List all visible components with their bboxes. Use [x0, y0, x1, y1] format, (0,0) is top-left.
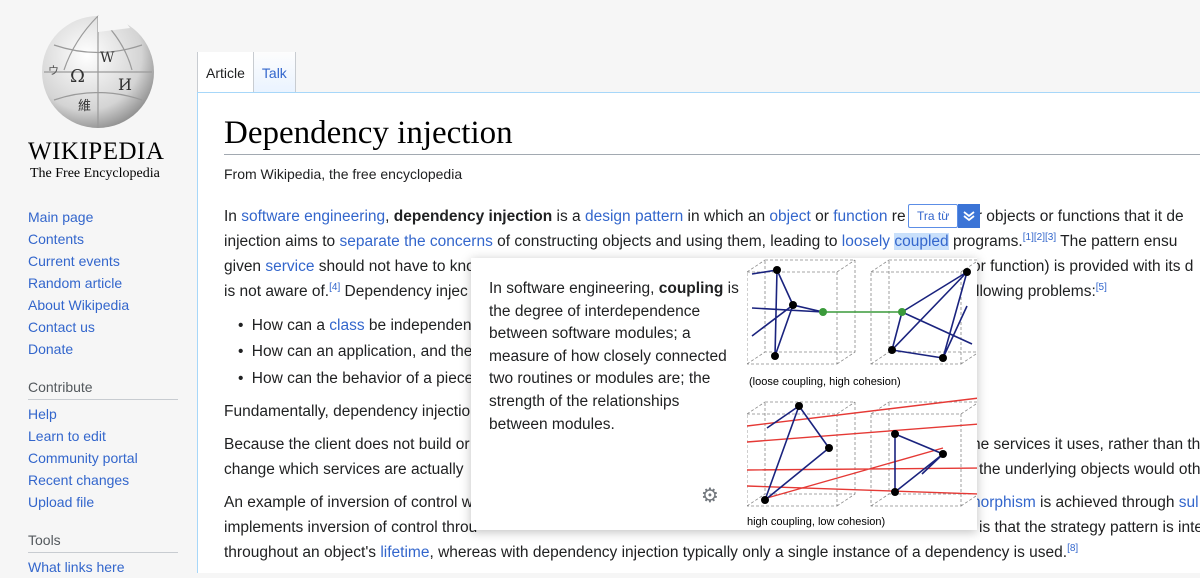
link-loosely[interactable]: loosely [841, 233, 891, 250]
sidebar-item-main-page[interactable]: Main page [28, 209, 94, 225]
paragraph-line: injection aims to separate the concerns … [224, 231, 1178, 250]
paragraph-line: Fundamentally, dependency injectio [224, 403, 471, 420]
link-design-pattern[interactable]: design pattern [584, 208, 684, 225]
coupling-diagram-image: (loose coupling, high cohesion) high cou… [746, 258, 977, 530]
sidebar-item-upload-file[interactable]: Upload file [28, 494, 95, 510]
list-item: How can the behavior of a piece [238, 369, 473, 389]
sidebar-item-help[interactable]: Help [28, 406, 57, 422]
page-tabs: Article Talk [197, 52, 296, 92]
dictionary-lookup-widget: Tra từ [908, 204, 981, 228]
citation-5[interactable]: [5] [1095, 281, 1107, 293]
list-item: How can a class be independen [238, 316, 472, 336]
sidebar-item-recent-changes[interactable]: Recent changes [28, 472, 130, 488]
caption-high-coupling: high coupling, low cohesion) [747, 516, 886, 528]
paragraph-line: throughout an object's lifetime, whereas… [224, 542, 1079, 561]
svg-text:Ω: Ω [70, 66, 85, 87]
gear-icon[interactable]: ⚙ [701, 485, 719, 507]
sidebar-item-current-events[interactable]: Current events [28, 253, 120, 269]
wikipedia-logo[interactable]: Ω W И 維 ウ WIKIPEDIA The Free Encyclopedi… [28, 10, 178, 185]
tab-talk[interactable]: Talk [252, 52, 296, 92]
sidebar-item-donate[interactable]: Donate [28, 341, 74, 357]
link-function[interactable]: function [833, 208, 888, 225]
link-separation-of-concerns[interactable]: separate the concerns [339, 233, 493, 250]
link-service[interactable]: service [265, 258, 315, 275]
link-coupled[interactable]: coupled [894, 233, 949, 250]
sidebar-navigation: Main page Contents Current events Random… [28, 206, 129, 360]
svg-text:W: W [100, 50, 115, 66]
link-class[interactable]: class [329, 317, 365, 334]
sidebar-item-learn-to-edit[interactable]: Learn to edit [28, 428, 106, 444]
title-divider [224, 154, 1200, 155]
citation-1-2-3[interactable]: [1][2][3] [1022, 231, 1057, 243]
link-software-engineering[interactable]: software engineering [241, 208, 386, 225]
link-polymorphism[interactable]: norphism [972, 494, 1036, 511]
citation-8[interactable]: [8] [1067, 542, 1079, 554]
tratu-button[interactable]: Tra từ [908, 204, 959, 228]
page-subtitle: From Wikipedia, the free encyclopedia [224, 166, 463, 182]
link-object[interactable]: object [769, 208, 811, 225]
popup-extract: In software engineering, coupling is the… [489, 280, 739, 433]
sidebar-tools: Tools What links here [28, 528, 178, 578]
paragraph-line: In software engineering, dependency inje… [224, 208, 1184, 225]
wikipedia-globe-icon: Ω W И 維 ウ [42, 14, 154, 128]
sidebar-item-random-article[interactable]: Random article [28, 275, 123, 291]
list-item: How can an application, and the [238, 342, 473, 362]
sidebar-item-community-portal[interactable]: Community portal [28, 450, 138, 466]
sidebar-item-about[interactable]: About Wikipedia [28, 297, 130, 313]
sidebar-item-contact[interactable]: Contact us [28, 319, 95, 335]
sidebar-item-contents[interactable]: Contents [28, 231, 85, 247]
svg-text:ウ: ウ [48, 64, 59, 77]
page-title: Dependency injection [224, 115, 513, 151]
tab-article[interactable]: Article [197, 52, 253, 92]
citation-4[interactable]: [4] [329, 281, 341, 293]
link-sub[interactable]: sul [1178, 494, 1199, 511]
logo-tagline: The Free Encyclopedia [30, 166, 160, 181]
caption-loose-coupling: (loose coupling, high cohesion) [749, 376, 901, 388]
chevron-down-icon[interactable] [958, 204, 981, 228]
link-lifetime[interactable]: lifetime [380, 544, 430, 561]
svg-text:維: 維 [78, 99, 91, 114]
sidebar-heading-tools: Tools [28, 528, 178, 553]
logo-wordmark: WIKIPEDIA [28, 138, 165, 165]
sidebar-heading-contribute: Contribute [28, 375, 178, 400]
sidebar-item-what-links-here[interactable]: What links here [28, 559, 125, 575]
svg-text:И: И [118, 75, 132, 94]
link-preview-popup[interactable]: In software engineering, coupling is the… [471, 258, 977, 530]
sidebar-contribute: Contribute Help Learn to edit Community … [28, 375, 178, 513]
